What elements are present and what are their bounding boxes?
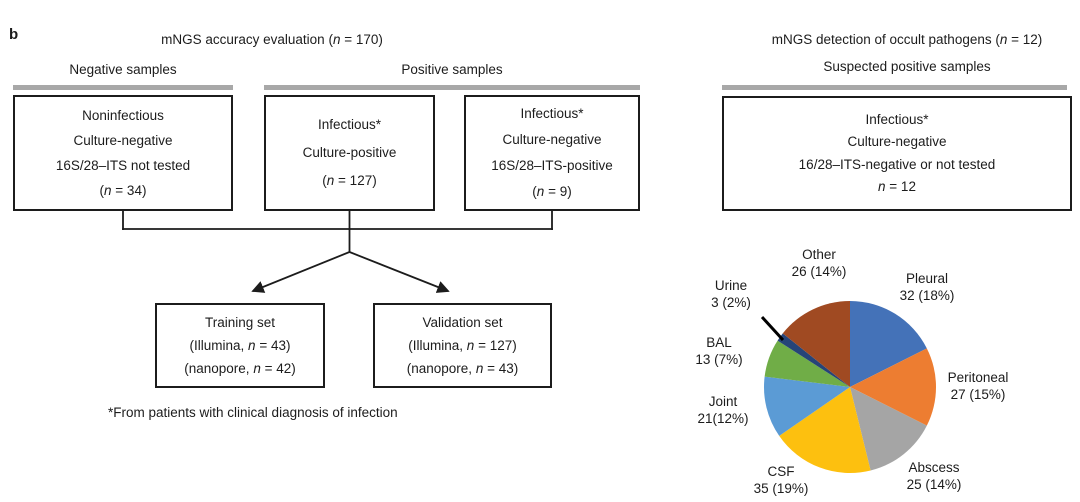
pie-label-csf: CSF 35 (19%) [753, 464, 809, 496]
occult-samples-box: Infectious* Culture-negative 16/28–ITS-n… [722, 96, 1072, 211]
suspected-positive-label: Suspected positive samples [823, 59, 991, 74]
pie-label-peritoneal: Peritoneal 27 (15%) [947, 370, 1009, 402]
box-count: (n = 127) [322, 173, 377, 188]
accuracy-title: mNGS accuracy evaluation (n = 170) [112, 31, 432, 48]
box-line: Culture-negative [73, 133, 173, 148]
pie-label-joint: Joint 21(12%) [697, 394, 749, 426]
pie-slice-csf [779, 387, 871, 473]
negative-samples-label: Negative samples [69, 62, 177, 77]
pie-slice-urine [777, 333, 850, 387]
positive-samples-label: Positive samples [401, 62, 503, 77]
box-line: Culture-positive [302, 145, 397, 160]
box-line: Infectious* [865, 111, 929, 127]
footnote: *From patients with clinical diagnosis o… [108, 405, 398, 420]
pie-label-urine: Urine 3 (2%) [711, 278, 751, 310]
pie-label-pleural: Pleural 32 (18%) [899, 271, 955, 303]
box-line: 16/28–ITS-negative or not tested [798, 156, 996, 172]
box-line: 16S/28–ITS-positive [491, 158, 613, 173]
pie-slice-other [782, 301, 850, 387]
box-count: (nanopore, n = 42) [184, 361, 296, 376]
box-count: (Illumina, n = 43) [189, 338, 291, 353]
pie-slice-bal [764, 340, 850, 387]
pie-slice-joint [764, 376, 850, 436]
box-count: (nanopore, n = 43) [406, 361, 519, 376]
box-line: Culture-negative [502, 132, 602, 147]
pie-slice-pleural [850, 301, 927, 387]
box-count: n = 12 [878, 179, 916, 194]
urine-leader-line [760, 315, 785, 342]
occult-title-pre: mNGS detection of occult pathogens ( [771, 32, 1000, 47]
accuracy-title-post: = 170) [340, 32, 383, 47]
validation-set-box: Validation set (Illumina, n = 127) (nano… [373, 303, 552, 388]
pie-slice-peritoneal [850, 348, 937, 426]
box-line: Infectious* [317, 117, 382, 132]
suspected-samples-bar [722, 85, 1067, 90]
occult-title-post: = 12) [1007, 32, 1043, 47]
arrow-to-training [251, 251, 350, 293]
box-count: (n = 9) [532, 184, 572, 199]
box-line: Noninfectious [82, 108, 164, 123]
its-positive-box: Infectious* Culture-negative 16S/28–ITS-… [464, 95, 640, 211]
box-line: 16S/28–ITS not tested [55, 158, 191, 173]
pie-chart [760, 301, 937, 473]
box-line: Infectious* [520, 106, 584, 121]
box-line: Training set [204, 315, 276, 330]
occult-title: mNGS detection of occult pathogens (n = … [707, 31, 1080, 48]
box-count: (Illumina, n = 127) [408, 338, 517, 353]
pie-slice-abscess [850, 387, 927, 471]
box-line: Culture-negative [847, 134, 947, 149]
accuracy-title-n: n [332, 32, 341, 47]
negative-samples-bar [13, 85, 233, 90]
box-count: (n = 34) [99, 183, 147, 198]
box-line: Validation set [422, 315, 503, 330]
noninfectious-box: Noninfectious Culture-negative 16S/28–IT… [13, 95, 233, 211]
pie-label-bal: BAL 13 (7%) [695, 335, 743, 367]
positive-samples-bar [264, 85, 640, 90]
pie-label-other: Other 26 (14%) [791, 247, 847, 279]
accuracy-title-pre: mNGS accuracy evaluation ( [161, 32, 333, 47]
training-set-box: Training set (Illumina, n = 43) (nanopor… [155, 303, 325, 388]
culture-positive-box: Infectious* Culture-positive (n = 127) [264, 95, 435, 211]
panel-label: b [9, 26, 19, 43]
arrow-to-validation [349, 251, 450, 293]
pie-label-abscess: Abscess 25 (14%) [906, 460, 962, 492]
occult-title-n: n [999, 32, 1008, 47]
